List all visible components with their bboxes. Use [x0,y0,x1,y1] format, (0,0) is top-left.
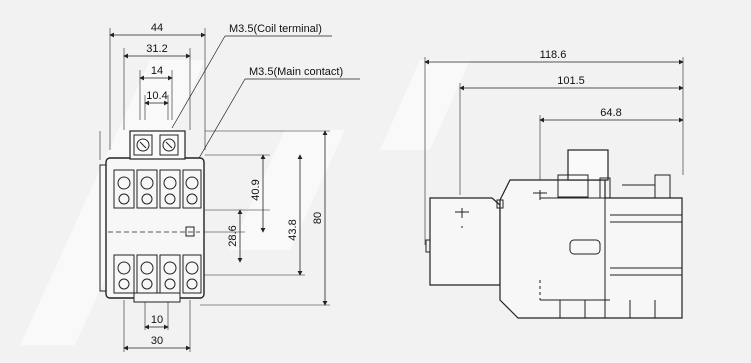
dim-terminal-inner: 10.4 [146,90,167,102]
front-view-labels: 44 31.2 14 10.4 M3.5(Coil terminal) M3.5… [146,22,343,347]
side-view [424,57,684,319]
front-view [99,28,360,352]
dim-mount-width: 31.2 [146,43,167,55]
upper-contacts [113,169,202,209]
dim-overall-height: 80 [312,212,324,224]
dim-upper-height: 40.9 [250,179,262,200]
dim-rear-depth: 64.8 [600,107,621,119]
dim-overall-width: 44 [151,22,163,34]
side-view-labels: 118.6 101.5 64.8 [540,49,622,119]
dim-bottom-pitch: 10 [151,314,163,326]
dim-mid-height: 28.6 [227,225,239,246]
dim-body-depth: 101.5 [557,75,585,87]
watermark [20,60,470,345]
callout-main-contact: M3.5(Main contact) [249,66,343,78]
dim-terminal-span: 14 [151,65,163,77]
dim-mount-height: 43.8 [287,219,299,240]
callout-coil-terminal: M3.5(Coil terminal) [229,23,322,35]
dim-bottom-width: 30 [151,335,163,347]
dim-overall-depth: 118.6 [540,49,567,61]
